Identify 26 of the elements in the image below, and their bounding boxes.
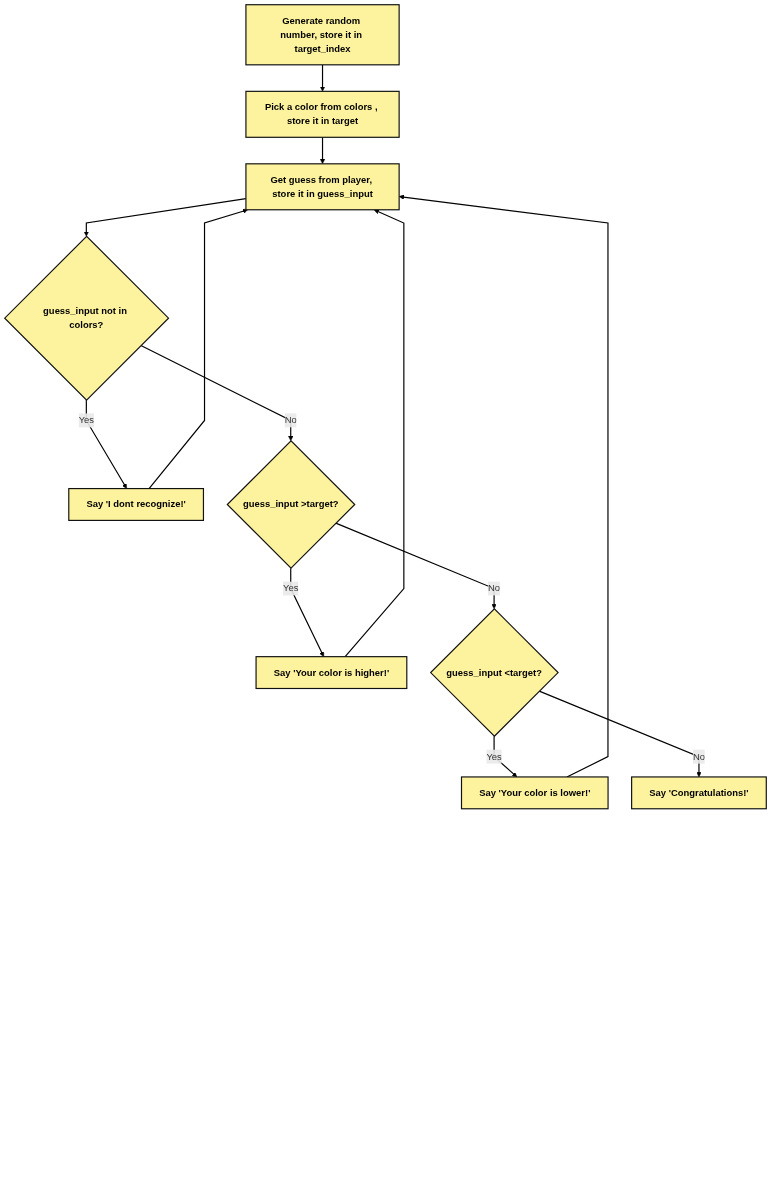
arrow: [290, 567, 325, 657]
arrow: [148, 208, 248, 490]
node-diamond: guess_input >target?: [226, 439, 356, 570]
arrow: [335, 522, 497, 610]
arrow: [140, 344, 294, 441]
arrow: [493, 735, 518, 778]
edge-label: Yes: [486, 751, 502, 762]
arrow: [319, 64, 326, 92]
edge-label: Yes: [283, 583, 299, 594]
node-box: Say 'Congratulations!': [631, 776, 767, 810]
edge-label: No: [488, 583, 501, 594]
node-box: Pick a color from colors , store it in target: [245, 90, 400, 138]
node-box: Get guess from player, store it in guess_input: [245, 163, 400, 211]
node-diamond: guess_input <target?: [429, 608, 559, 738]
node-box: Say 'Your color is higher!': [255, 656, 408, 690]
edge-label: No: [692, 751, 705, 762]
edge-label: No: [284, 415, 297, 426]
edge-label: Yes: [78, 415, 95, 426]
node-box: Say 'Your color is lower!': [460, 776, 609, 810]
arrow: [319, 136, 326, 165]
arrow: [538, 690, 702, 778]
node-diamond: guess_input not in colors?: [3, 235, 170, 401]
arrow: [85, 399, 127, 489]
node-box: Say 'I dont recognize!': [68, 488, 205, 521]
arrow: [344, 209, 405, 658]
node-box: Generate random number, store it in target_index: [245, 4, 400, 66]
